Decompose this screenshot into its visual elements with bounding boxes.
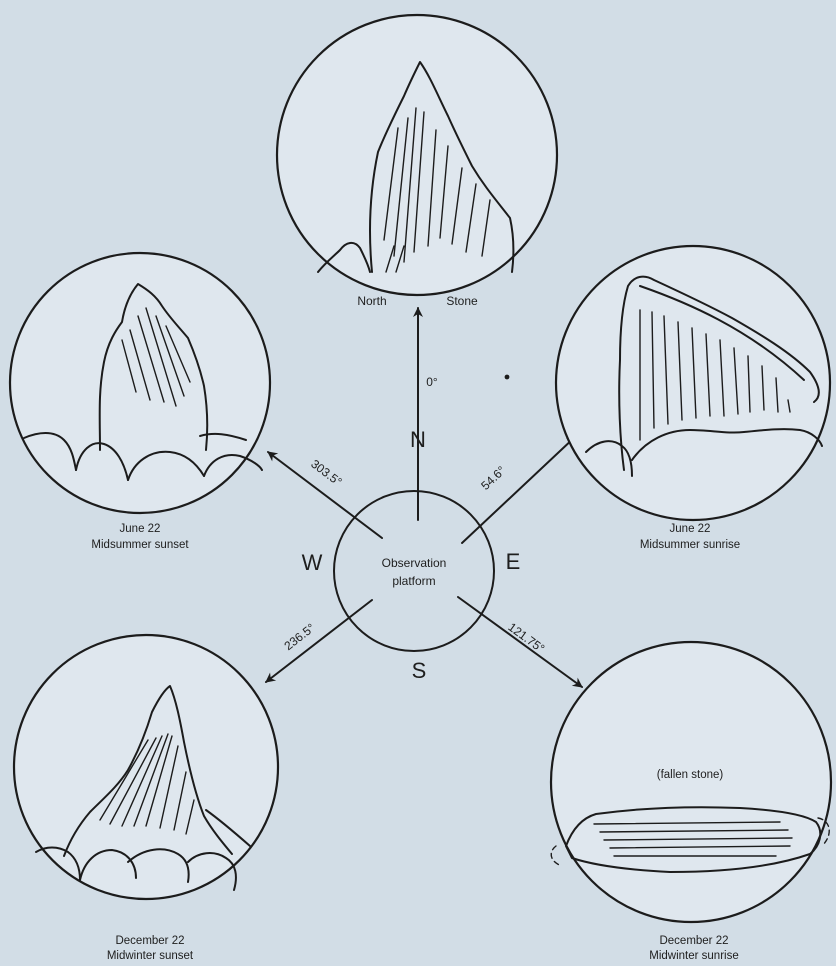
- compass-south: S: [412, 658, 427, 683]
- view-midsummer-sunset: June 22 Midsummer sunset: [10, 253, 270, 551]
- ne-date: June 22: [670, 523, 711, 535]
- stray-dot: [505, 375, 510, 380]
- view-midsummer-sunrise: June 22 Midsummer sunrise: [556, 246, 830, 551]
- nw-event: Midsummer sunset: [91, 539, 189, 551]
- observation-platform: Observation platform: [334, 491, 494, 651]
- se-date: December 22: [659, 935, 728, 947]
- platform-circle: [334, 491, 494, 651]
- nw-date: June 22: [120, 523, 161, 535]
- compass-north: N: [410, 427, 426, 452]
- platform-label-line2: platform: [392, 574, 435, 588]
- compass-west: W: [302, 550, 323, 575]
- north-label-left: North: [357, 294, 386, 308]
- compass-east: E: [506, 549, 521, 574]
- bearing-northeast: 54.6°: [478, 463, 508, 493]
- arrow-southeast: [458, 597, 582, 687]
- sw-date: December 22: [115, 935, 184, 947]
- view-midwinter-sunrise: (fallen stone) December 22 Midwinter sun…: [551, 642, 831, 962]
- ne-event: Midsummer sunrise: [640, 539, 740, 551]
- view-north-stone: North Stone: [277, 15, 557, 308]
- se-event: Midwinter sunrise: [649, 950, 738, 962]
- bearing-northwest: 303.5°: [308, 457, 344, 489]
- arrow-northeast: [462, 436, 576, 543]
- sw-event: Midwinter sunset: [107, 950, 194, 962]
- bearing-southwest: 236.5°: [282, 620, 318, 653]
- view-midwinter-sunset: December 22 Midwinter sunset: [14, 635, 278, 962]
- bearing-north: 0°: [426, 375, 438, 389]
- platform-label-line1: Observation: [382, 556, 447, 570]
- bearing-southeast: 121.75°: [505, 620, 547, 656]
- north-label-right: Stone: [446, 294, 478, 308]
- se-note: (fallen stone): [657, 769, 724, 781]
